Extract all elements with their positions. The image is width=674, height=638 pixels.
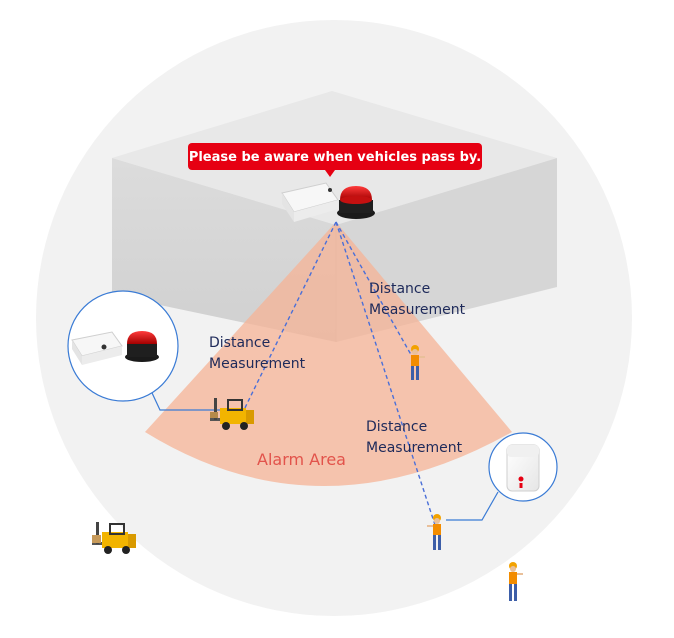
forklift-icon <box>210 398 254 430</box>
warning-banner-text: Please be aware when vehicles pass by. <box>189 150 481 165</box>
distance-label-1-line2: Measurement <box>369 302 466 318</box>
sensor-device-icon <box>281 182 339 222</box>
worker-icon <box>427 514 441 550</box>
worker-icon <box>411 345 425 380</box>
distance-label-3-line2: Measurement <box>366 440 463 456</box>
tag-callout <box>446 432 558 521</box>
sensor-device-icon <box>71 331 123 365</box>
distance-label-1-line1: Distance <box>369 281 430 297</box>
measure-line-forklift <box>239 221 337 419</box>
distance-label-2-line1: Distance <box>209 335 270 351</box>
red-beacon-icon <box>125 331 159 362</box>
distance-label-3-line1: Distance <box>366 419 427 435</box>
worker-icon <box>509 562 523 601</box>
distance-label-2-line2: Measurement <box>209 356 306 372</box>
forklift-icon <box>92 522 136 554</box>
measure-line-worker-2 <box>335 221 437 529</box>
alarm-area-label: Alarm Area <box>257 450 346 469</box>
measure-line-worker-1 <box>335 221 415 361</box>
wearable-tag-icon <box>506 444 540 492</box>
measurement-lines <box>239 221 437 529</box>
red-beacon-icon <box>337 186 375 219</box>
warning-banner: Please be aware when vehicles pass by. <box>188 143 482 177</box>
device-callout <box>67 290 225 411</box>
